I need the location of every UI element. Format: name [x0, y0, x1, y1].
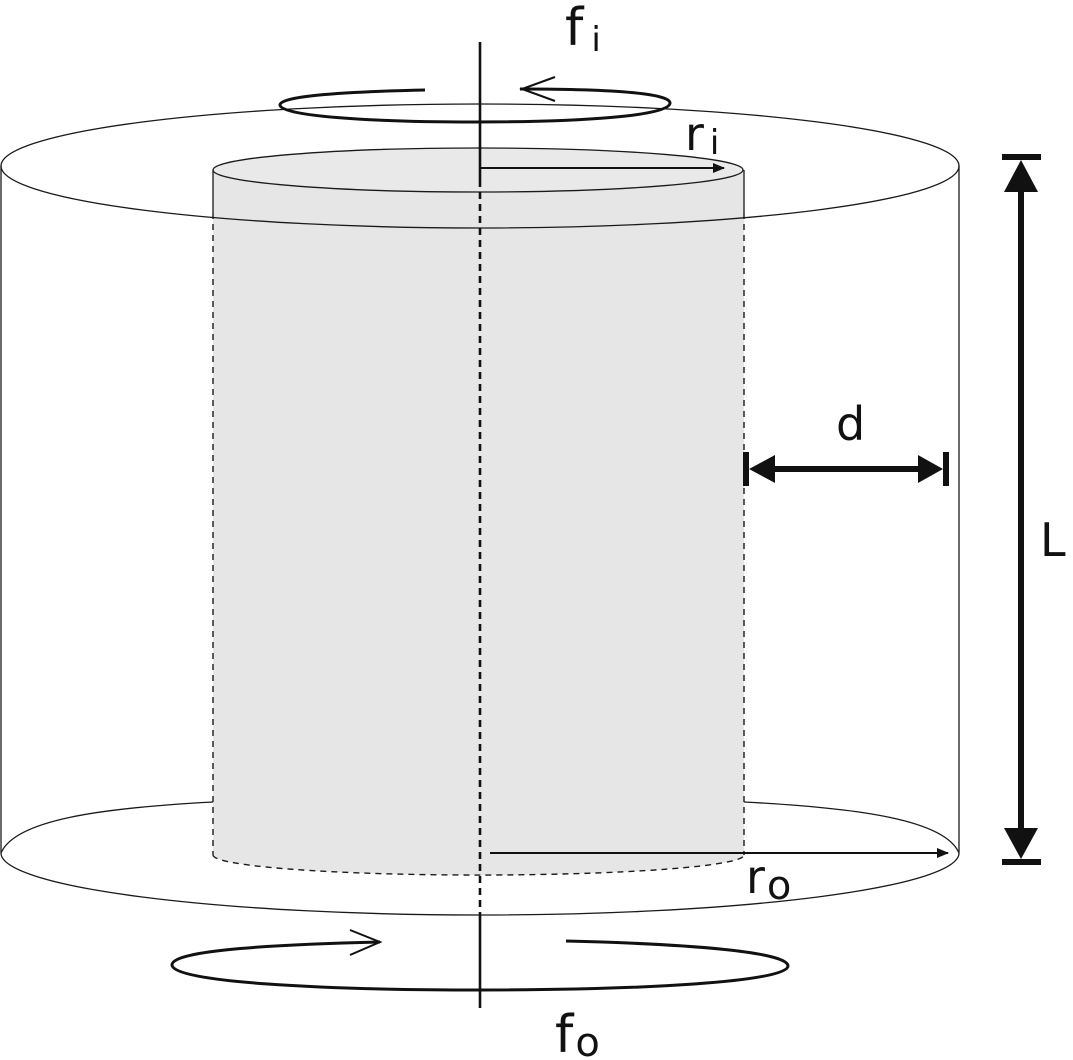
outer-rotation-arrowhead-icon — [349, 929, 383, 956]
outer-rotation-loop — [170, 939, 790, 992]
inner-rotation-loop — [278, 87, 672, 124]
inner-cylinder-bottom-hidden — [212, 854, 745, 876]
inner-cylinder-body — [213, 170, 744, 876]
label-length-L: L — [1040, 513, 1066, 567]
inner-rotation-arrow — [278, 76, 672, 124]
outer-rotation-arrow — [170, 929, 790, 992]
outer-cylinder-bottom-back-right — [743, 801, 960, 854]
label-r-outer: ro — [746, 850, 791, 909]
gap-arrowhead-left-icon — [749, 455, 775, 483]
length-arrowhead-bottom-icon — [1004, 828, 1038, 859]
outer-cylinder-bottom-back-left — [0, 801, 214, 854]
inner-rotation-arrowhead-icon — [519, 76, 556, 102]
inner-cylinder — [212, 147, 745, 876]
gap-dimension — [743, 452, 949, 486]
label-gap-d: d — [836, 397, 865, 451]
length-arrowhead-top-icon — [1004, 160, 1038, 192]
gap-arrowhead-right-icon — [918, 455, 943, 483]
inner-cylinder-top — [212, 147, 744, 193]
label-f-outer: fo — [555, 1005, 600, 1060]
length-dimension — [1002, 154, 1041, 865]
